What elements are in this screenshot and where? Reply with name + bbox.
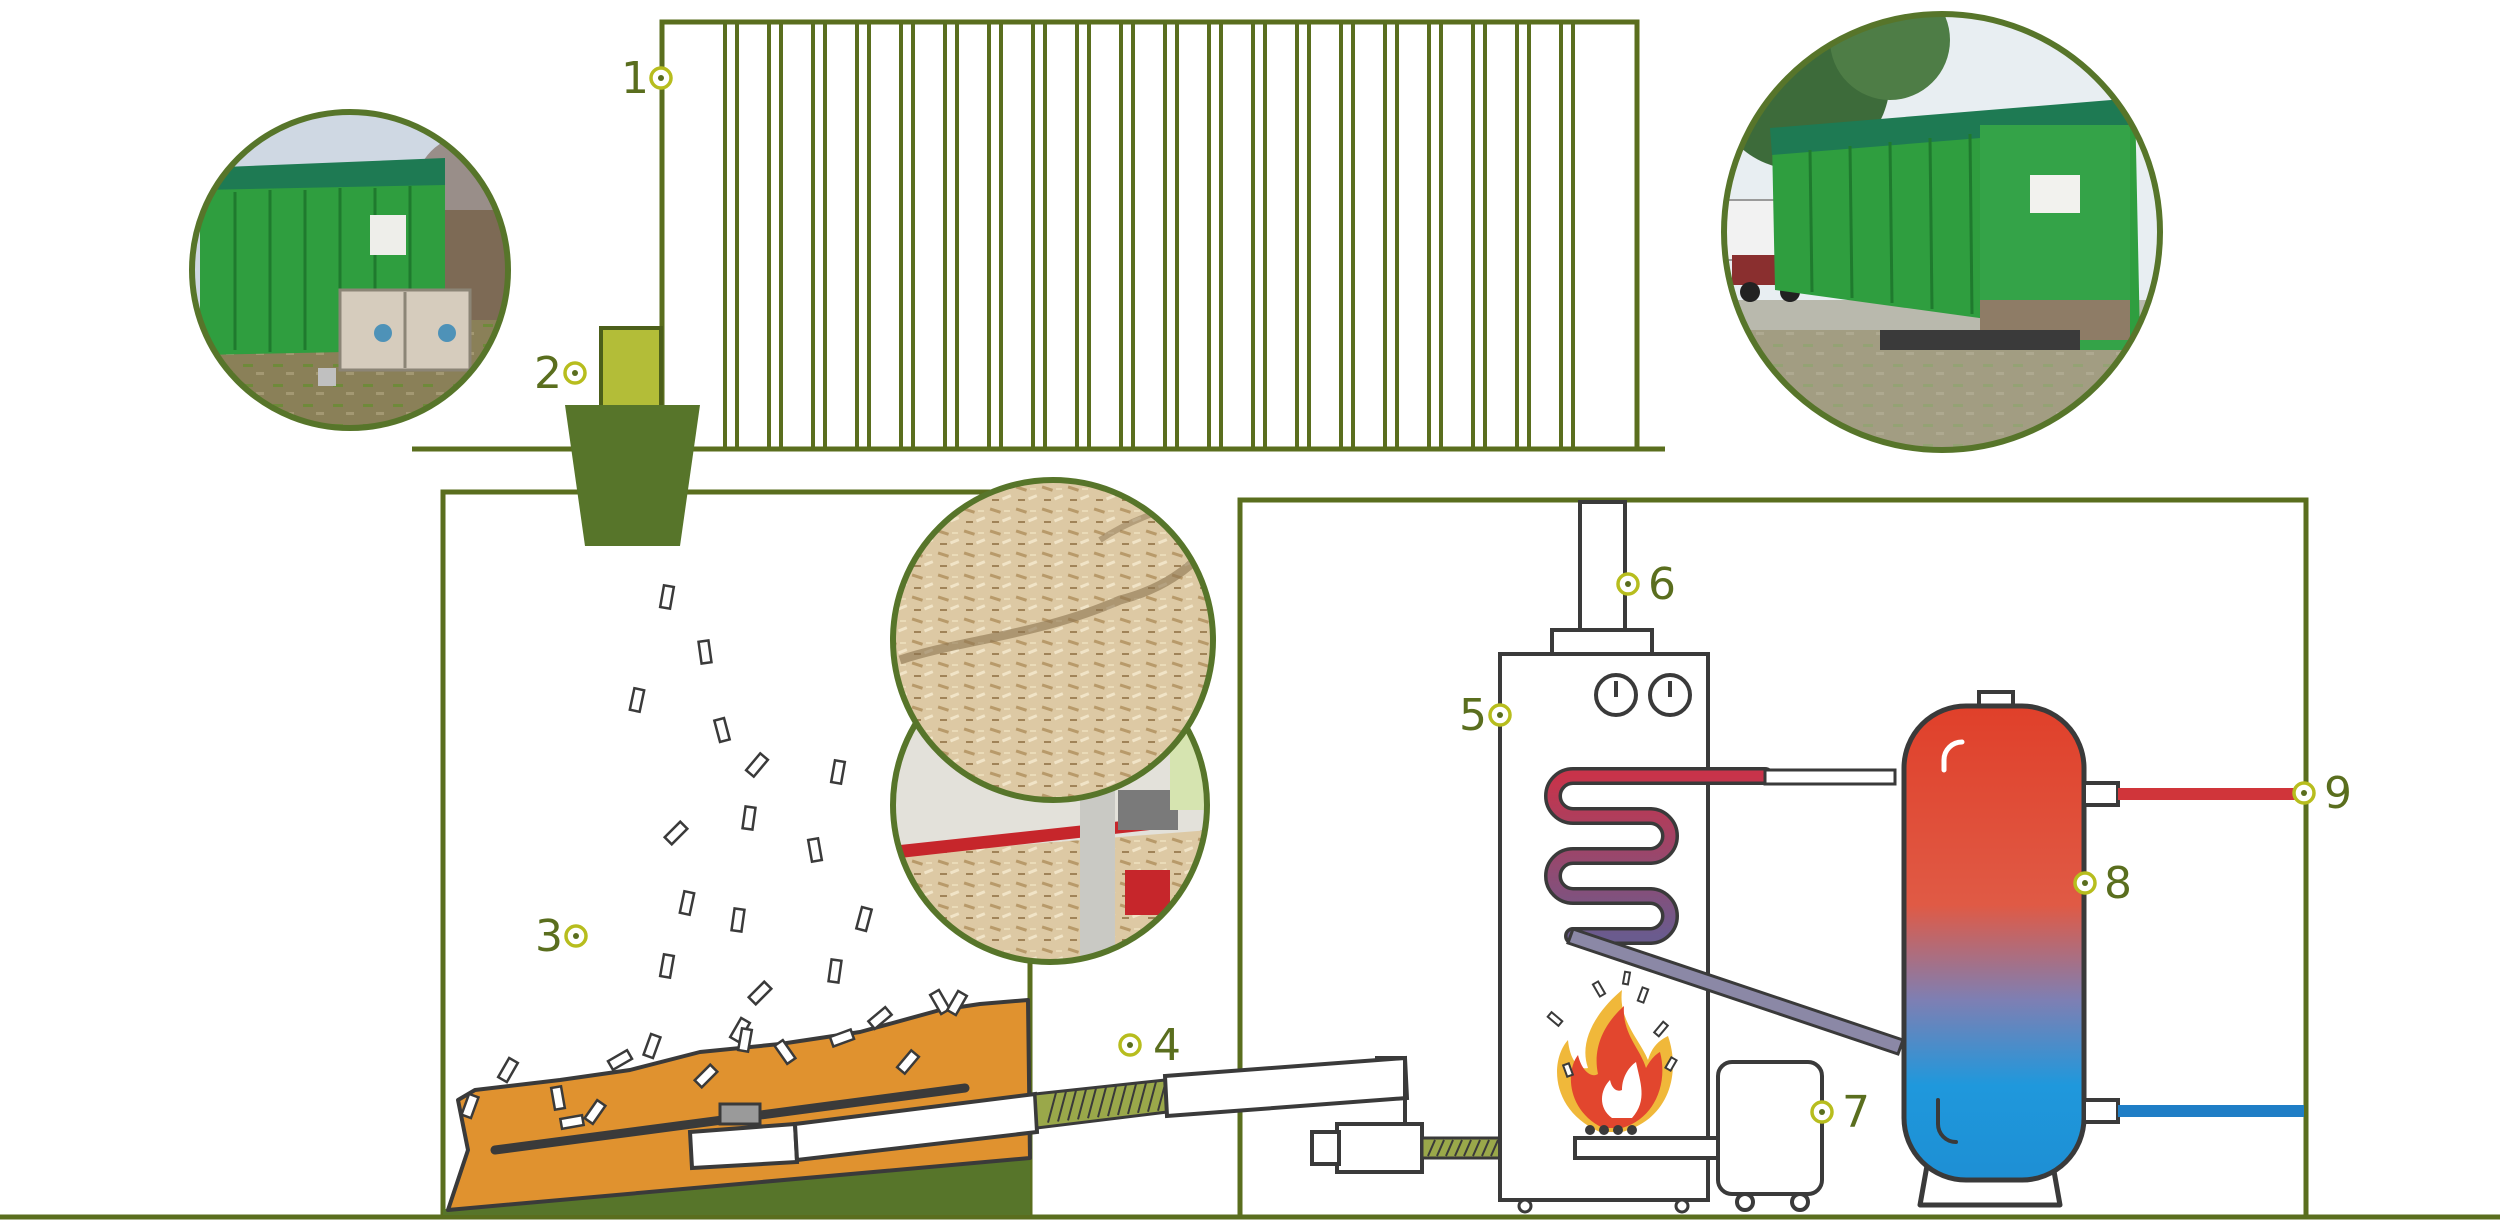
marker-2: 2 <box>534 348 587 399</box>
container <box>659 19 1640 452</box>
photo-container-unloaded <box>1721 11 2163 453</box>
auger-housing <box>687 1121 800 1171</box>
marker-number: 3 <box>535 911 563 962</box>
wood-chip <box>854 905 874 933</box>
wood-chip <box>582 1098 608 1126</box>
wood-chip <box>606 1048 634 1072</box>
auger-tube-inner <box>792 1091 1040 1163</box>
wood-chip <box>641 1032 663 1060</box>
boiler-top-collar <box>1550 628 1654 657</box>
marker-8: 8 <box>2073 858 2132 909</box>
hot-water-tank <box>1901 703 2087 1183</box>
ash-bin-wheel-right <box>1790 1192 1810 1212</box>
wood-chip <box>697 638 713 666</box>
wood-chip <box>558 1113 586 1131</box>
marker-5: 5 <box>1459 690 1512 741</box>
wood-chip <box>496 1056 520 1084</box>
wood-chip <box>658 583 676 611</box>
wood-chip <box>827 957 843 985</box>
marker-number: 8 <box>2104 858 2132 909</box>
boiler-room-outline <box>1237 497 2309 1220</box>
marker-dot-icon <box>2301 790 2307 796</box>
wood-chip <box>828 1027 856 1049</box>
wood-chip <box>744 751 770 779</box>
auger-drop-pipe <box>1375 1056 1407 1130</box>
auger-tube-upper <box>1162 1055 1410 1119</box>
wood-chip <box>741 804 757 832</box>
marker-number: 2 <box>534 348 562 399</box>
ash-bin <box>1716 1060 1824 1196</box>
flame-icon <box>1557 990 1673 1132</box>
tank-highlight <box>1941 739 1965 773</box>
wood-chip <box>866 1005 894 1031</box>
fire-sparks <box>1546 970 1678 1078</box>
wood-chip <box>628 686 646 714</box>
tank-highlight-lower <box>1936 1098 1958 1144</box>
marker-number: 5 <box>1459 690 1487 741</box>
wood-chip <box>829 758 847 786</box>
wood-chip <box>678 889 696 917</box>
wood-chip <box>662 819 690 847</box>
wood-chip <box>928 988 952 1016</box>
marker-6: 6 <box>1616 559 1676 610</box>
auger-motor-cap <box>1310 1130 1341 1166</box>
wood-chip <box>746 979 774 1007</box>
ash-bin-wheel-left <box>1735 1192 1755 1212</box>
photo-wood-chips <box>890 477 1216 803</box>
burner-nozzles <box>1585 1125 1637 1135</box>
marker-number: 4 <box>1153 1020 1181 1071</box>
hot-supply-pipe <box>1763 768 1897 786</box>
wood-chip <box>895 1048 921 1076</box>
photo-container-outlet <box>189 109 511 431</box>
marker-number: 6 <box>1648 559 1676 610</box>
marker-dot-icon <box>658 75 664 81</box>
hopper <box>565 405 700 546</box>
marker-4: 4 <box>1118 1020 1181 1071</box>
boiler-foot-right <box>1674 1198 1690 1214</box>
auger-motor-box <box>1335 1122 1424 1174</box>
tank-inlet-cold <box>2082 1098 2120 1124</box>
wood-chip <box>806 836 824 864</box>
wood-chip <box>730 906 746 934</box>
wood-chip <box>692 1062 720 1090</box>
wood-chip <box>712 716 732 744</box>
wood-chip <box>772 1038 798 1066</box>
falling-wood-chips <box>628 583 969 1017</box>
tank-outlet-hot <box>2082 781 2120 807</box>
marker-7: 7 <box>1810 1087 1870 1138</box>
return-pipe <box>1566 927 1905 1056</box>
marker-number: 9 <box>2324 768 2352 819</box>
marker-dot-icon <box>573 933 579 939</box>
wood-chip <box>945 989 969 1017</box>
marker-dot-icon <box>1819 1109 1825 1115</box>
marker-dot-icon <box>572 370 578 376</box>
boiler-foot-left <box>1517 1198 1533 1214</box>
marker-number: 7 <box>1842 1087 1870 1138</box>
sweep-hub <box>718 1102 762 1126</box>
flue-pipe <box>1578 500 1627 632</box>
marker-1: 1 <box>621 53 673 104</box>
marker-dot-icon <box>1127 1042 1133 1048</box>
wood-chip <box>459 1092 481 1120</box>
marker-dot-icon <box>1625 581 1631 587</box>
cold-water-inlet-pipe <box>2118 1105 2304 1117</box>
marker-number: 1 <box>621 53 649 104</box>
wood-chip <box>658 952 676 980</box>
wood-chip <box>549 1084 567 1112</box>
wood-chip <box>736 1026 754 1054</box>
marker-dot-icon <box>1497 712 1503 718</box>
marker-3: 3 <box>535 911 588 962</box>
hot-water-outlet-pipe <box>2118 788 2304 800</box>
marker-9: 9 <box>2292 768 2352 819</box>
marker-dot-icon <box>2082 880 2088 886</box>
container-outlet <box>599 326 663 410</box>
wood-chips-on-pile <box>459 1005 921 1131</box>
